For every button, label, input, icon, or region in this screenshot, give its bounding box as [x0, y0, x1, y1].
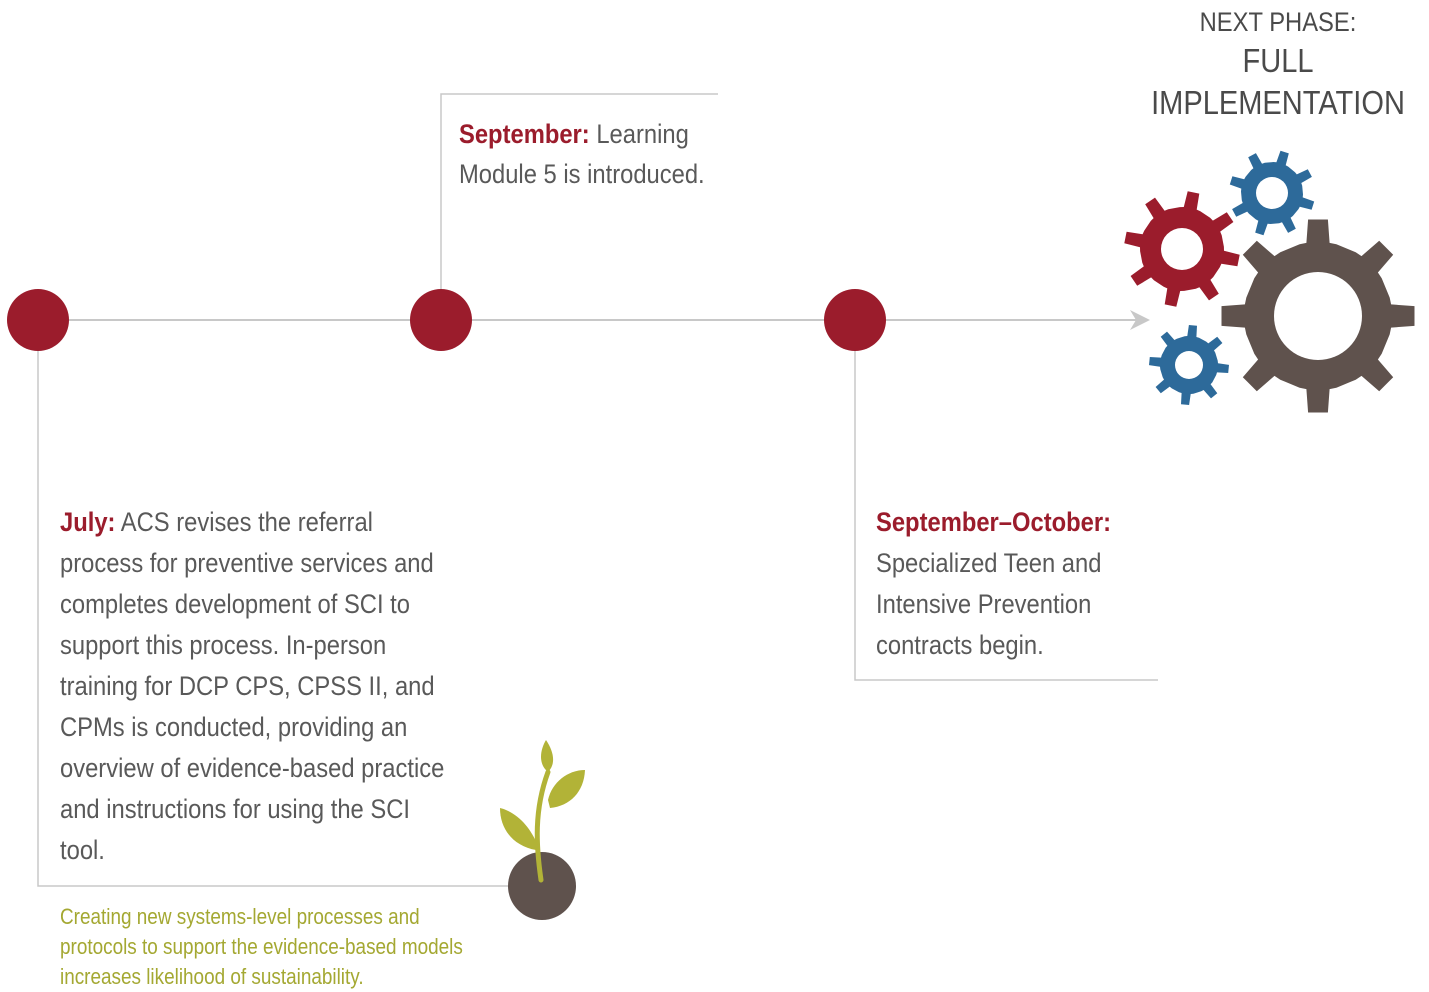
- next-phase-title-line2: IMPLEMENTATION: [1151, 84, 1405, 121]
- milestone-dot-sepoct: [824, 289, 886, 351]
- connector-july: [37, 320, 520, 887]
- event-september-label: September:: [459, 119, 590, 149]
- event-september: September: Learning Module 5 is introduc…: [459, 114, 723, 194]
- event-sepoct-text: Specialized Teen and Intensive Preventio…: [876, 548, 1102, 660]
- milestone-dot-september: [410, 289, 472, 351]
- milestone-dot-july: [7, 289, 69, 351]
- arrow-right-icon: [1130, 310, 1150, 330]
- event-july-text: ACS revises the referral process for pre…: [60, 507, 445, 865]
- gear-large-icon: [1221, 219, 1415, 413]
- connector-sepoct: [854, 320, 1158, 681]
- gear-blue-bottom-icon: [1149, 325, 1229, 405]
- event-july: July: ACS revises the referral process f…: [60, 502, 447, 871]
- sustainability-note: Creating new systems-level processes and…: [60, 904, 463, 989]
- next-phase-title-line1: FULL: [1242, 42, 1314, 79]
- connector-september: [440, 93, 718, 320]
- gear-blue-top-icon: [1229, 150, 1315, 236]
- next-phase-heading: NEXT PHASE: FULL IMPLEMENTATION: [1128, 4, 1428, 124]
- event-september-october: September–October: Specialized Teen and I…: [876, 502, 1158, 666]
- gears-icon: [1124, 150, 1415, 413]
- event-september-text: Learning Module 5 is introduced.: [459, 119, 705, 189]
- event-july-label: July:: [60, 507, 116, 537]
- event-sepoct-label: September–October:: [876, 507, 1112, 537]
- next-phase-prefix: NEXT PHASE:: [1199, 7, 1357, 37]
- gear-red-icon: [1124, 191, 1240, 307]
- sprout-icon: [500, 740, 585, 920]
